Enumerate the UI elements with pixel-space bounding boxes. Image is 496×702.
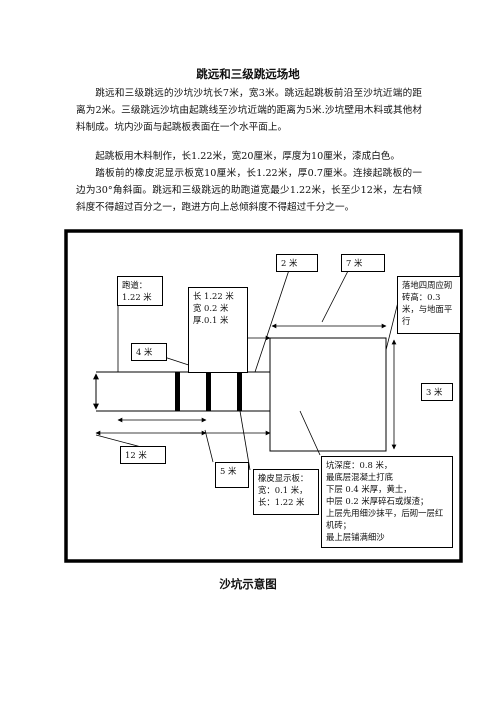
paragraph-runway: 踏板前的橡皮泥显示板宽10厘米，长1.22米，厚0.7厘米。连接起跳板的一边为3…	[76, 168, 422, 213]
long-jump-board	[206, 372, 211, 411]
dist-4m-label: 4 米	[131, 343, 167, 361]
pit-width-label: 3 米	[421, 383, 453, 401]
leader-7m	[321, 266, 351, 323]
document-title: 跳远和三级跳远场地	[196, 67, 300, 81]
plasticine-board-label: 橡皮显示板： 宽：0.1 米， 长：1.22 米	[253, 469, 319, 515]
leader-2m	[254, 266, 291, 373]
diagram-frame	[64, 229, 463, 563]
paragraph-pit: 跳远和三级跳远的沙坑沙坑长7米，宽3米。跳远起跳板前沿至沙坑近端的距离为2米。三…	[76, 88, 422, 133]
pit-depth-label: 坑深度：0.8 米， 最底层混凝土打底 下层 0.4 米厚，黄土， 中层 0.2…	[321, 456, 453, 548]
leader-depth	[299, 410, 321, 456]
pit-edge-label: 落地四周应砌砖高：0.3米，与地面平行	[397, 276, 461, 334]
run-12m-label: 12 米	[120, 446, 166, 464]
leader-5m	[204, 429, 214, 463]
runway-width-label: 跑道： 1.22 米	[117, 276, 163, 306]
paragraph-board: 起跳板用木料制作，长1.22米，宽20厘米，厚度为10厘米，漆成白色。	[95, 151, 400, 162]
dist-5m-label: 5 米	[215, 462, 249, 488]
dist-2m-label: 2 米	[276, 254, 318, 272]
leader-12m	[95, 434, 146, 449]
sand-pit	[269, 337, 387, 452]
diagram-caption: 沙坑示意图	[219, 577, 277, 591]
triple-jump-board	[175, 372, 180, 411]
plasticine-board	[237, 372, 242, 411]
leader-plasticine	[239, 410, 251, 471]
pit-length-label: 7 米	[341, 254, 385, 272]
leader-edge	[385, 301, 399, 351]
board-size-label: 长 1.22 米 宽 0.2 米 厚.0.1 米	[188, 287, 248, 373]
